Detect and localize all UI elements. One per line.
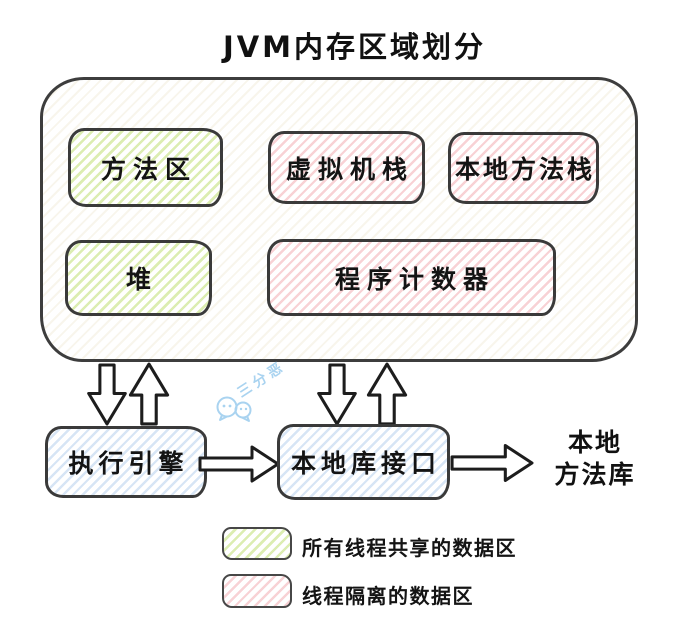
legend-label-isolated: 线程隔离的数据区 [302, 584, 474, 608]
region-vm-stack: 虚拟机栈 [268, 131, 425, 204]
native-library-label: 本地 方法库 [536, 427, 654, 491]
flow-label: 本地库接口 [290, 449, 441, 478]
page-title: JVM内存区域划分 [222, 30, 487, 64]
up-arrow-icon [366, 362, 408, 426]
legend-swatch-shared [222, 527, 292, 560]
native-library-line2: 方法库 [554, 460, 636, 489]
flow-label: 执行引擎 [68, 449, 189, 478]
region-label: 方法区 [100, 154, 197, 184]
region-native-method-stack: 本地方法栈 [448, 132, 599, 204]
down-arrow-icon [317, 363, 357, 426]
native-library-line1: 本地 [567, 428, 622, 457]
region-label: 本地方法栈 [454, 155, 595, 184]
watermark: 三分恶 [214, 358, 304, 428]
region-label: 虚拟机栈 [285, 154, 414, 184]
execution-engine-box: 执行引擎 [45, 426, 207, 498]
region-heap: 堆 [65, 240, 212, 316]
region-label: 程序计数器 [334, 264, 495, 294]
right-arrow-icon [198, 445, 280, 483]
runtime-data-area-container [40, 77, 638, 362]
native-interface-box: 本地库接口 [277, 424, 450, 500]
wechat-bubbles-icon [216, 396, 252, 422]
legend-label-shared: 所有线程共享的数据区 [302, 536, 517, 560]
right-arrow-icon [450, 444, 534, 482]
watermark-text: 三分恶 [234, 358, 289, 402]
up-arrow-icon [128, 362, 170, 426]
region-label: 堆 [125, 265, 158, 294]
down-arrow-icon [87, 363, 127, 426]
region-program-counter: 程序计数器 [267, 239, 556, 316]
region-method-area: 方法区 [68, 128, 223, 207]
legend-swatch-isolated [222, 574, 292, 608]
